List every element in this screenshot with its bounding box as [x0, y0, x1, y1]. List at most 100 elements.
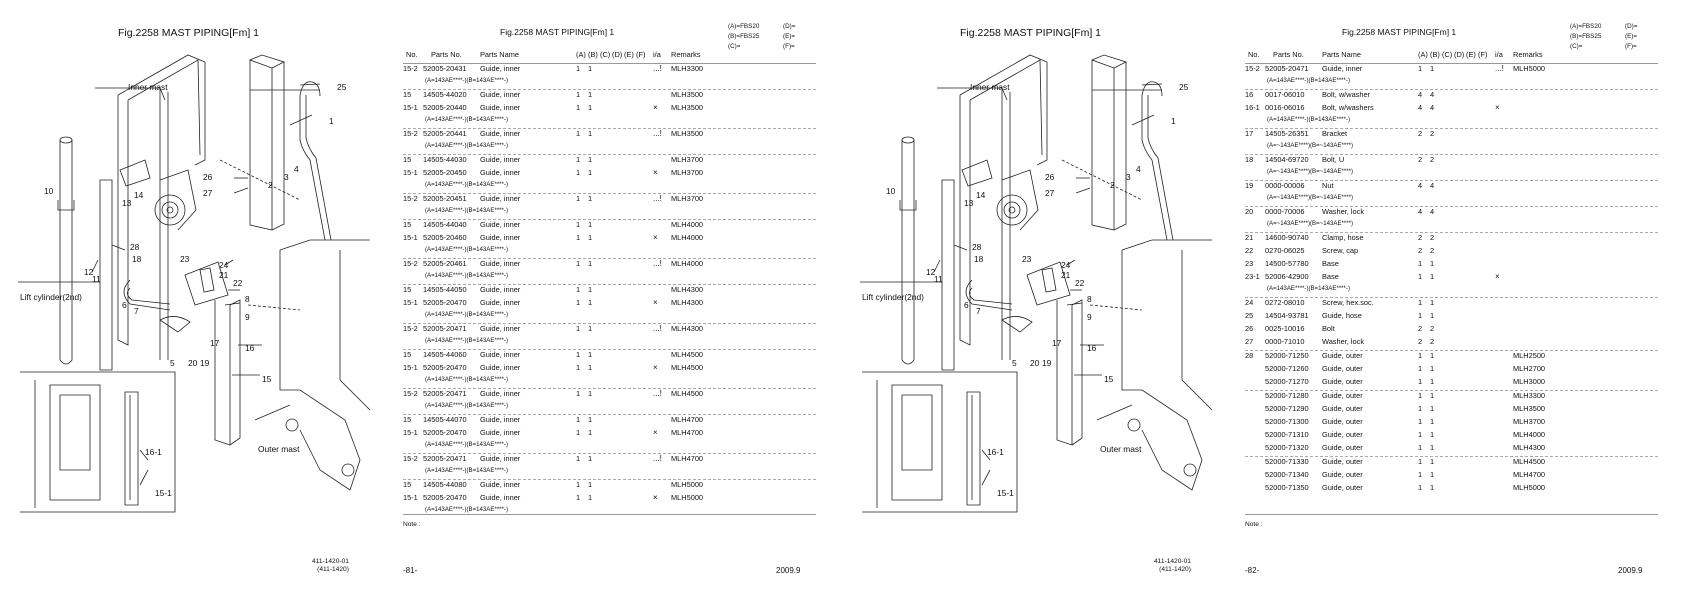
page-number: -82- — [1245, 566, 1260, 575]
cell-a: 1 — [576, 90, 581, 99]
cell-part: 52005-20471 — [423, 389, 467, 398]
cell-ia: ...! — [653, 389, 662, 398]
cell-no: 28 — [1245, 351, 1254, 360]
cell-rem: MLH4000 — [671, 220, 704, 229]
cell-rem: MLH4300 — [671, 298, 704, 307]
callout: 15-1 — [155, 488, 172, 498]
callout: 16 — [245, 343, 255, 353]
cell-no: 18 — [1245, 155, 1254, 164]
cell-part: 52005-20461 — [423, 259, 467, 268]
cell-part: 14505-44080 — [423, 480, 467, 489]
serial-range-row: (A=143AE****-)(B=143AE****-) — [403, 467, 816, 479]
cell-rem: MLH3700 — [671, 168, 704, 177]
cell-rem: MLH2500 — [1513, 351, 1546, 360]
serial-range-row: (A=143AE****-)(B=143AE****-) — [403, 402, 816, 414]
cell-no: 25 — [1245, 311, 1254, 320]
callout: 11 — [92, 274, 101, 284]
table-header: No. Parts No. Parts Name (A) (B) (C) (D)… — [1245, 50, 1658, 64]
callout: 1 — [329, 116, 334, 126]
callout: 26 — [1045, 172, 1055, 182]
callout: 21 — [1061, 270, 1071, 280]
cell-rem: MLH5000 — [671, 480, 704, 489]
cell-b: 1 — [588, 350, 593, 359]
callout: 25 — [337, 82, 347, 92]
cell-part: 0025-10016 — [1265, 324, 1305, 333]
cell-b: 1 — [588, 363, 593, 372]
cell-name: Screw, hex.soc. — [1322, 298, 1374, 307]
figure-code: 411-1420-01(411-1420) — [1154, 558, 1191, 573]
cell-rem: MLH4700 — [671, 454, 704, 463]
callout: 16-1 — [145, 447, 162, 457]
cell-no: 22 — [1245, 246, 1254, 255]
cell-b: 4 — [1430, 103, 1435, 112]
cell-name: Bolt, U — [1322, 155, 1345, 164]
cell-a: 1 — [1418, 443, 1423, 452]
cell-rem: MLH4300 — [671, 285, 704, 294]
serial-range-row: (A=143AE****-)(B=143AE****-) — [403, 337, 816, 349]
callout: 8 — [1087, 294, 1092, 304]
callout: 22 — [233, 278, 243, 288]
serial-range: (A=143AE****-)(B=143AE****-) — [425, 506, 508, 513]
cell-no: 15-1 — [403, 103, 418, 112]
model-codes-left: (A)=FBS20(B)=FBS25(C)= — [1570, 23, 1602, 50]
cell-rem: MLH4000 — [1513, 430, 1546, 439]
cell-name: Guide, outer — [1322, 351, 1363, 360]
callout: 4 — [294, 164, 299, 174]
cell-b: 1 — [588, 168, 593, 177]
cell-part: 0017-06010 — [1265, 90, 1305, 99]
cell-name: Washer, lock — [1322, 207, 1365, 216]
cell-a: 1 — [576, 415, 581, 424]
cell-part: 14504-69720 — [1265, 155, 1309, 164]
cell-part: 52000-71290 — [1265, 404, 1309, 413]
cell-b: 1 — [588, 298, 593, 307]
cell-part: 52005-20471 — [423, 324, 467, 333]
callout: 5 — [170, 358, 175, 368]
page-date: 2009.9 — [776, 566, 801, 575]
cell-a: 1 — [1418, 391, 1423, 400]
cell-a: 1 — [1418, 417, 1423, 426]
cell-name: Guide, inner — [480, 480, 521, 489]
cell-b: 1 — [588, 129, 593, 138]
serial-range-row: (A=143AE****-)(B=143AE****-) — [1245, 116, 1658, 128]
parts-table: No. Parts No. Parts Name (A) (B) (C) (D)… — [403, 50, 816, 518]
cell-rem: MLH3300 — [1513, 391, 1546, 400]
cell-a: 1 — [576, 194, 581, 203]
cell-part: 52000-71340 — [1265, 470, 1309, 479]
cell-b: 2 — [1430, 129, 1435, 138]
callout: 18 — [132, 254, 142, 264]
cell-rem: MLH3300 — [671, 64, 704, 73]
cell-ia: × — [653, 168, 658, 177]
cell-b: 4 — [1430, 181, 1435, 190]
cell-no: 15-2 — [403, 194, 418, 203]
cell-name: Bracket — [1322, 129, 1348, 138]
cell-b: 1 — [588, 220, 593, 229]
serial-range: (A=143AE****-)(B=143AE****-) — [425, 441, 508, 448]
cell-no: 15-1 — [403, 363, 418, 372]
callout: 3 — [284, 172, 289, 182]
callout: 24 — [1061, 260, 1071, 270]
cell-b: 1 — [588, 428, 593, 437]
cell-part: 0270-06025 — [1265, 246, 1305, 255]
cell-part: 52005-20440 — [423, 103, 467, 112]
cell-no: 15-2 — [403, 454, 418, 463]
callout: 8 — [245, 294, 250, 304]
cell-a: 1 — [576, 480, 581, 489]
callout: 24 — [219, 260, 229, 270]
callout: 12 — [84, 267, 94, 277]
cell-a: 2 — [1418, 155, 1423, 164]
model-codes-right: (D)=(E)=(F)= — [783, 23, 796, 50]
cell-no: 15-2 — [1245, 64, 1260, 73]
cell-rem: MLH3500 — [671, 129, 704, 138]
